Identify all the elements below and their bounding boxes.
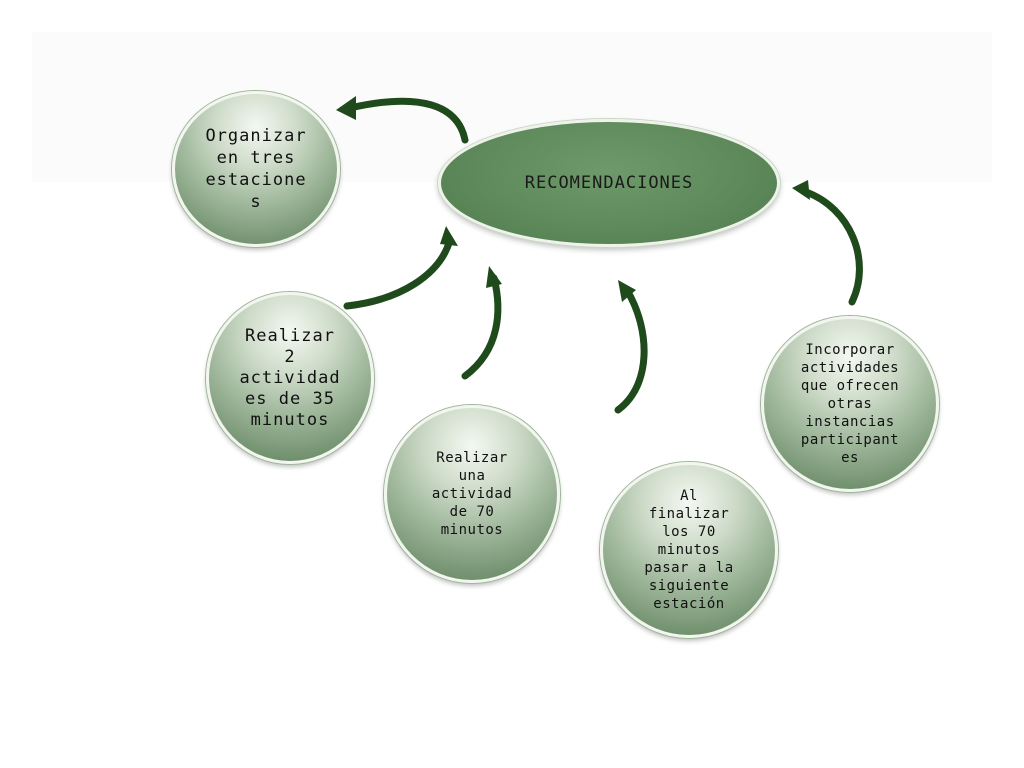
node-actividad-70: Realizar una actividad de 70 minutos [384,405,560,583]
node-organizar-label: Organizar en tres estacione s [205,126,307,212]
node-actividades-35: Realizar 2 actividad es de 35 minutos [206,292,374,464]
arrow-to-organizar [336,96,469,144]
center-node-label: RECOMENDACIONES [524,173,694,193]
center-node: RECOMENDACIONES [438,119,780,247]
node-actividad-70-label: Realizar una actividad de 70 minutos [431,450,513,538]
node-finalizar-label: Al finalizar los 70 minutos pasar a la s… [644,488,734,612]
node-incorporar: Incorporar actividades que ofrecen otras… [761,316,939,492]
node-finalizar: Al finalizar los 70 minutos pasar a la s… [600,462,778,638]
arrow-from-incorporar [792,180,863,306]
node-actividades-35-label: Realizar 2 actividad es de 35 minutos [239,325,341,430]
arrow-from-actividades-35 [343,226,458,310]
node-incorporar-label: Incorporar actividades que ofrecen otras… [800,342,900,466]
node-organizar: Organizar en tres estacione s [172,91,340,247]
arrow-from-finalizar [614,280,648,414]
arrow-from-actividad-70 [461,266,502,380]
